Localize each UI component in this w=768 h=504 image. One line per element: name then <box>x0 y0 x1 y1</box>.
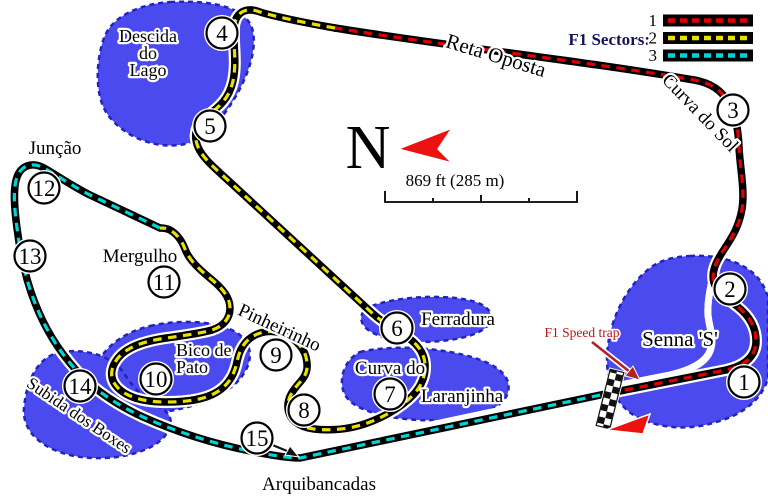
north-arrow-icon <box>395 126 455 165</box>
turn-marker-6: 6 <box>379 310 415 346</box>
legend-sector-number: 2 <box>649 29 658 48</box>
corner-label-mergulho: Mergulho <box>103 246 178 267</box>
turn-number: 6 <box>391 316 403 341</box>
area-subida-dos-boxes <box>22 349 172 460</box>
turn-number: 11 <box>153 270 175 295</box>
race-direction-arrow <box>605 412 652 435</box>
turn-number: 8 <box>298 398 310 423</box>
turn-marker-12: 12 <box>26 170 62 206</box>
pit-lane <box>328 63 720 450</box>
corner-label-juncao: Junção <box>29 138 82 159</box>
turn-number: 15 <box>246 426 269 451</box>
turn-number: 10 <box>145 367 168 392</box>
corner-label-curva-do: Curva do <box>355 358 425 379</box>
turn-marker-14: 14 <box>62 368 98 404</box>
turn-marker-4: 4 <box>204 15 240 51</box>
turn-marker-1: 1 <box>726 364 762 400</box>
turn-number: 5 <box>204 114 216 139</box>
turn-number: 7 <box>384 382 396 407</box>
legend-sector-number: 1 <box>649 11 658 30</box>
corner-label-laranjinha: Laranjinha <box>421 386 504 407</box>
turn-marker-13: 13 <box>12 238 48 274</box>
corner-label-reta-oposta: Reta Oposta <box>443 29 549 82</box>
turn-number: 1 <box>738 370 750 395</box>
turn-marker-8: 8 <box>286 392 322 428</box>
corner-label-ferradura: Ferradura <box>421 309 495 330</box>
turn-number: 3 <box>727 98 739 123</box>
turn-number: 13 <box>19 244 42 269</box>
sector-legend: F1 Sectors: 123 <box>567 9 755 67</box>
turn-marker-7: 7 <box>372 376 408 412</box>
turn-marker-9: 9 <box>258 337 294 373</box>
scale-bar: 869 ft (285 m) <box>382 169 580 205</box>
turn15-pointer-arrow <box>267 441 301 458</box>
corner-label-arquibancadas: Arquibancadas <box>262 474 376 495</box>
turn-marker-15: 15 <box>239 420 275 456</box>
turn-marker-5: 5 <box>192 108 228 144</box>
turn-number: 14 <box>69 374 93 399</box>
turn-number: 12 <box>33 176 56 201</box>
turn-marker-2: 2 <box>712 271 748 307</box>
scale-bar-line <box>384 191 578 203</box>
legend-sector-number: 3 <box>649 46 658 65</box>
turn-marker-10: 10 <box>138 361 174 397</box>
turn-number: 9 <box>270 343 282 368</box>
turn-number: 2 <box>724 277 736 302</box>
speed-trap-arrow <box>589 339 641 381</box>
scale-label: 869 ft (285 m) <box>406 171 505 190</box>
legend-title: F1 Sectors: <box>568 30 650 49</box>
turn-number: 4 <box>216 21 228 46</box>
finish-line-flag <box>594 367 626 431</box>
turn-marker-3: 3 <box>715 92 751 128</box>
turn-marker-11: 11 <box>146 264 182 300</box>
compass-n: N <box>346 114 391 182</box>
compass: N <box>343 112 455 184</box>
corner-label-senna-s: Senna 'S' <box>642 327 718 351</box>
speed-trap-label: F1 Speed trap <box>545 325 620 340</box>
